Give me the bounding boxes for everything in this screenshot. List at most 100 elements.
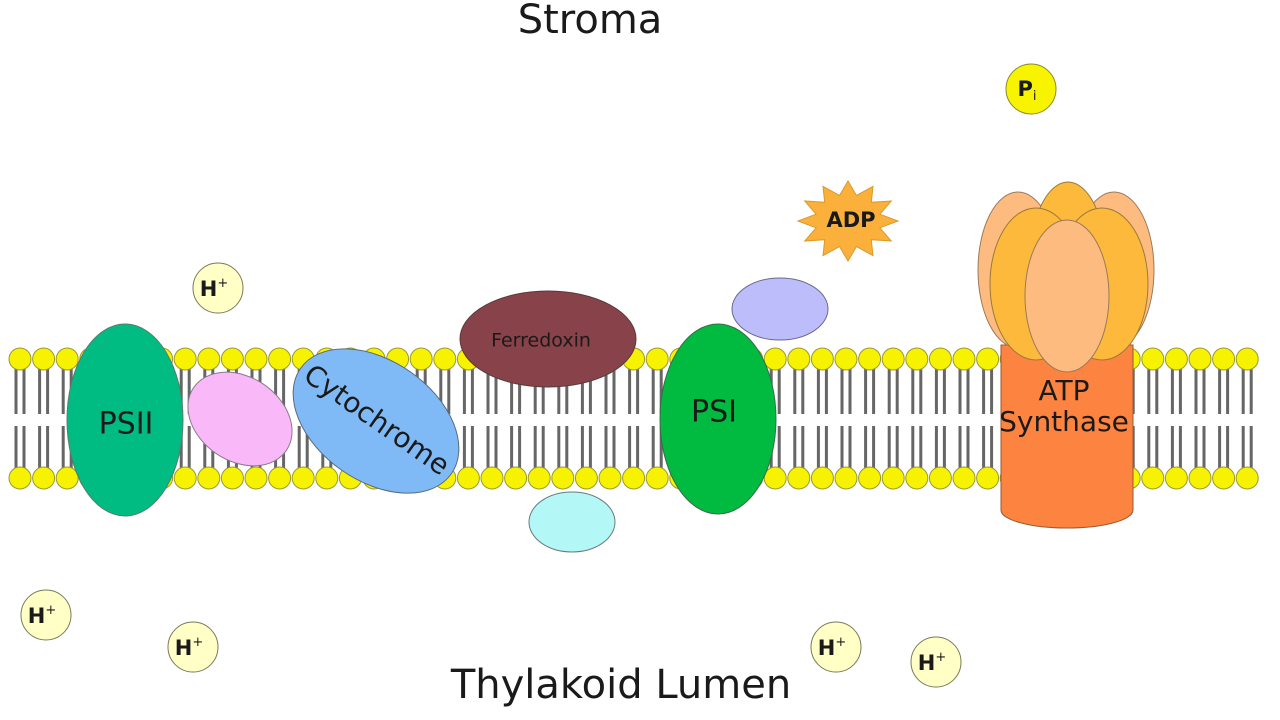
lipid-head [976,347,1000,371]
lipid-head [905,466,929,490]
cytochrome-complex: Cytochrome [292,348,460,494]
atp-synthase-stalk [1000,344,1134,529]
lipid-head [1212,347,1236,371]
h-ion-circle [810,621,862,673]
lipid-head [8,347,32,371]
lipid-head [173,347,197,371]
psi-shape [659,323,777,515]
lipid-head [268,466,292,490]
lipid-head [834,347,858,371]
lipid-head [858,466,882,490]
lipid-head [858,347,882,371]
lipid-head [622,466,646,490]
lipid-head [220,466,244,490]
lipid-head [244,466,268,490]
psi-label: PSI [691,395,737,430]
lipid-head [220,347,244,371]
lipid-head [197,347,221,371]
h-ion-lumen-4: H+ [910,636,962,688]
lipid-head [1164,466,1188,490]
lipid-head [1141,347,1165,371]
lipid-head [173,466,197,490]
lipid-head [645,347,669,371]
psii-complex: PSII [66,323,184,517]
lipid-head [315,466,339,490]
lipid-head [1188,466,1212,490]
lipid-head [197,466,221,490]
h-ion-circle [192,262,244,314]
lipid-head [55,466,79,490]
lipid-head [928,347,952,371]
atp-head-front [1024,219,1110,373]
lipid-head [291,466,315,490]
atp-synthase-complex: ATP Synthase [977,181,1155,529]
lipid-head [1235,347,1259,371]
lipid-head [32,466,56,490]
lipid-head [55,347,79,371]
h-ion-stroma: H+ [192,262,244,314]
lipid-head [598,466,622,490]
lipid-head [645,466,669,490]
lipid-head [1235,466,1259,490]
cytochrome-shape [292,348,460,494]
ferredoxin-shape [459,290,637,388]
lipid-head [527,466,551,490]
pi-molecule: Pi [1005,63,1057,115]
lipid-head [952,347,976,371]
h-ion-circle [167,621,219,673]
atp-synthase-label-line2: Synthase [999,405,1129,438]
h-ion-circle [910,636,962,688]
lipid-head [834,466,858,490]
h-ion-label: H+ [200,276,228,301]
lipid-head [8,466,32,490]
adp-molecule: ADP [796,180,900,262]
thylakoid-lumen-label: Thylakoid Lumen [450,662,791,708]
lipid-head [905,347,929,371]
lipid-head [1164,347,1188,371]
lumen-carrier-shape [528,491,616,553]
h-ion-lumen-1: H+ [20,589,72,641]
lipid-head [456,466,480,490]
h-ion-lumen-2: H+ [167,621,219,673]
lipid-head [433,347,457,371]
lipid-head [810,347,834,371]
psii-shape [66,323,184,517]
lipid-head [763,466,787,490]
lipid-head [480,466,504,490]
h-ion-label: H+ [818,635,846,660]
lipid-head [32,347,56,371]
adp-label: ADP [826,208,875,232]
stroma-label: Stroma [518,0,663,43]
lipid-head [810,466,834,490]
lipid-head [787,466,811,490]
atp-synthase-label-line1: ATP [1039,374,1090,407]
lipid-head [763,347,787,371]
lipid-head [268,347,292,371]
lipid-head [952,466,976,490]
h-ion-circle [20,589,72,641]
h-ion-label: H+ [918,650,946,675]
lipid-head [1141,466,1165,490]
lipid-head [1212,466,1236,490]
lipid-head [574,466,598,490]
h-ion-label: H+ [28,603,56,628]
adp-starburst-shape [796,180,900,262]
lipid-head [881,347,905,371]
lipid-head [409,347,433,371]
lipid-head [244,347,268,371]
lipid-head [881,466,905,490]
ferredoxin-label: Ferredoxin [491,330,591,352]
lipid-head [504,466,528,490]
lipid-head [928,466,952,490]
lipid-head [1188,347,1212,371]
lipid-head [976,466,1000,490]
pi-circle [1005,63,1057,115]
pink-carrier-shape [187,371,293,467]
psii-label: PSII [99,407,154,442]
stroma-carrier-shape [731,277,829,341]
h-ion-label: H+ [175,635,203,660]
h-ion-lumen-3: H+ [810,621,862,673]
psi-complex: PSI [659,323,777,515]
ferredoxin-complex: Ferredoxin [459,290,637,388]
